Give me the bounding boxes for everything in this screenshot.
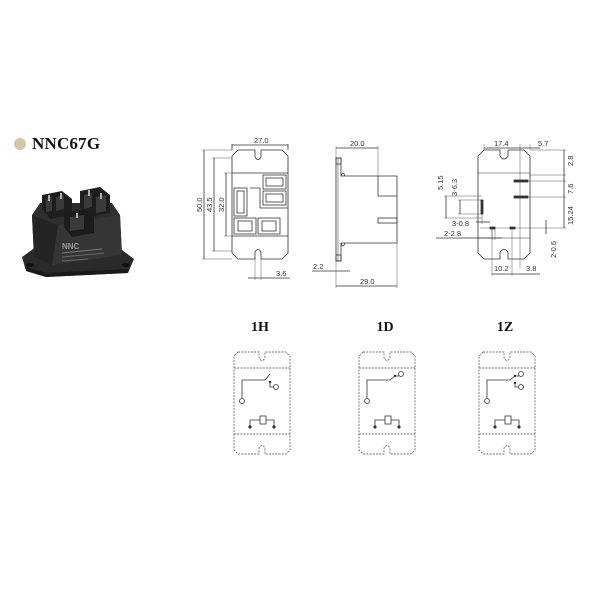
bullet-icon — [14, 138, 26, 150]
dim-row: 15.24 — [566, 206, 575, 225]
side-view-drawing: 20.0 29.0 2.2 — [312, 139, 398, 288]
dim-bottom-right: 3.8 — [526, 264, 536, 273]
brand-mark: NNC — [62, 242, 80, 251]
dim-5-15: 5.15 — [436, 175, 445, 190]
dim-height-mount: 43.5 — [205, 197, 214, 212]
pin-3-6-3: 3-6.3 — [450, 179, 459, 196]
relay-photo: NNC — [22, 187, 134, 277]
dim-depth-body: 20.0 — [350, 139, 365, 148]
dim-height-body: 32.0 — [217, 197, 226, 212]
dim-left: 17.4 — [494, 139, 509, 148]
schematic-1z — [478, 351, 536, 455]
variant-label-1d: 1D — [376, 320, 394, 335]
pcb-layout-drawing: 17.4 5.7 2.8 7.6 15.24 5.15 3-6.3 3-0.8 … — [436, 139, 575, 276]
dim-width: 27.0 — [254, 136, 269, 145]
dim-flange: 2.2 — [313, 262, 323, 271]
dim-depth-overall: 29.0 — [360, 277, 375, 286]
variant-label-1h: 1H — [251, 320, 269, 335]
front-view-drawing: 27.0 50.0 43.5 32.0 3.6 — [195, 136, 290, 280]
dim-top: 2.8 — [566, 156, 575, 166]
dim-height-overall: 50.0 — [195, 197, 204, 212]
model-name: NNC67G — [32, 134, 101, 153]
dim-bottom-left: 10.2 — [494, 264, 509, 273]
dim-slot: 3.6 — [276, 269, 286, 278]
schematic-1h — [233, 351, 291, 455]
product-title: NNC67G — [14, 134, 100, 154]
variant-label-1z: 1Z — [496, 320, 514, 335]
pin-2-0-6: 2-0.6 — [549, 241, 558, 258]
dim-right: 5.7 — [538, 139, 548, 148]
dim-pitch: 7.6 — [566, 184, 575, 194]
pin-3-0-8: 3-0.8 — [452, 219, 469, 228]
schematic-1d — [358, 351, 416, 455]
pin-2-2-8: 2-2.8 — [444, 229, 461, 238]
